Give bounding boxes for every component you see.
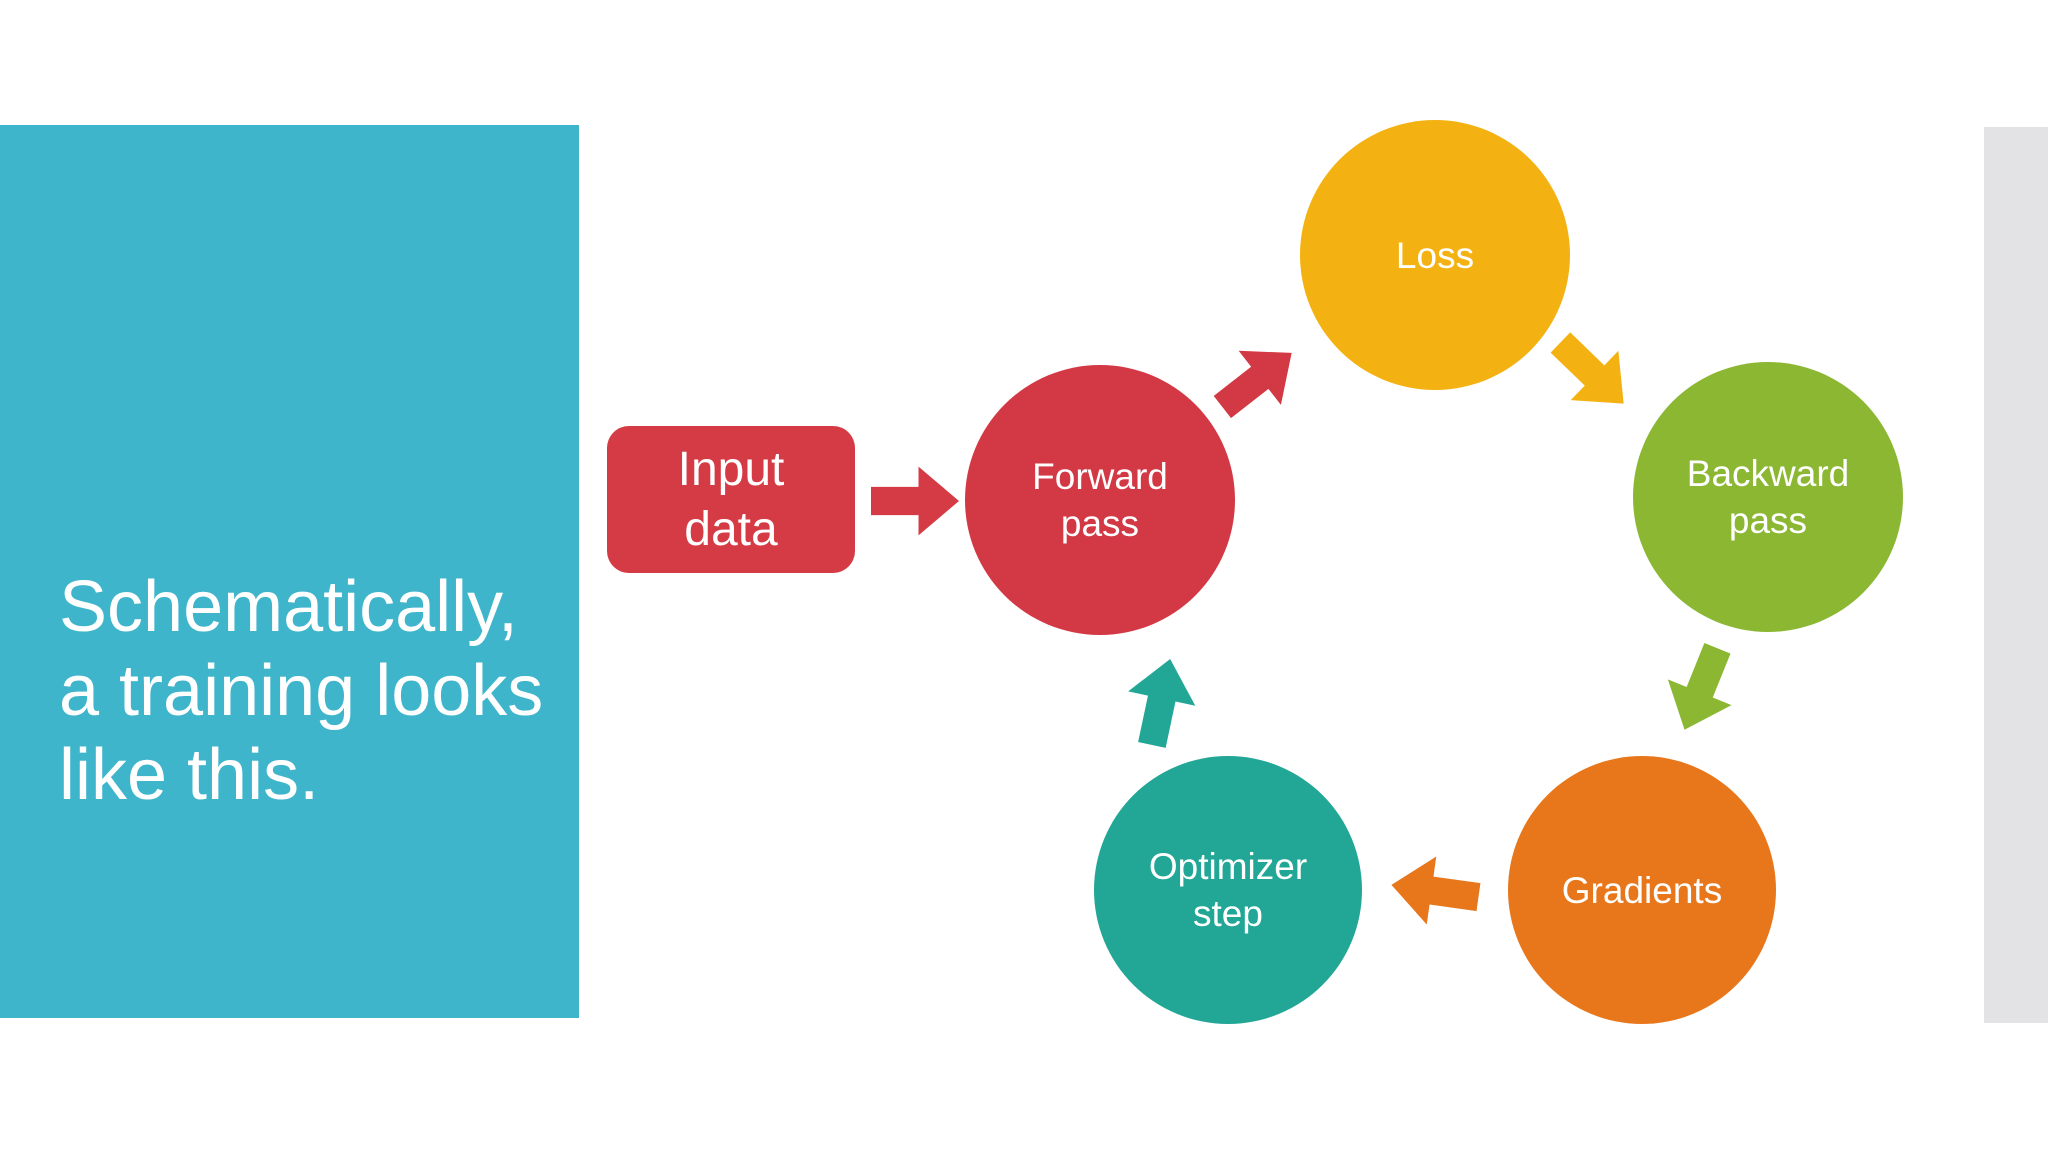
arrow-shape <box>871 466 959 536</box>
arrow-shape <box>1128 658 1196 748</box>
arrow-loss-to-backward-icon <box>1533 314 1650 431</box>
node-backward-pass: Backward pass <box>1633 362 1903 632</box>
input-data-box: Input data <box>607 426 855 573</box>
node-optimizer-step: Optimizer step <box>1094 756 1362 1024</box>
arrow-shape <box>1667 642 1732 730</box>
slide-title: Schematically, a training looks like thi… <box>59 567 544 815</box>
arrow-shape <box>1213 350 1292 419</box>
title-panel: Schematically, a training looks like thi… <box>0 125 579 1018</box>
arrow-gradients-to-optimizer-icon <box>1386 846 1484 935</box>
arrow-shape <box>1391 856 1481 925</box>
arrow-backward-to-gradients-icon <box>1648 634 1753 745</box>
node-forward-pass: Forward pass <box>965 365 1235 635</box>
node-loss: Loss <box>1300 120 1570 390</box>
next-slide-strip <box>1984 127 2048 1023</box>
arrow-shape <box>1550 332 1624 404</box>
arrow-optimizer-to-forward-icon <box>1114 651 1209 753</box>
arrow-forward-to-loss-icon <box>1198 322 1315 438</box>
node-gradients: Gradients <box>1508 756 1776 1024</box>
arrow-input-to-forward-icon <box>871 462 959 540</box>
